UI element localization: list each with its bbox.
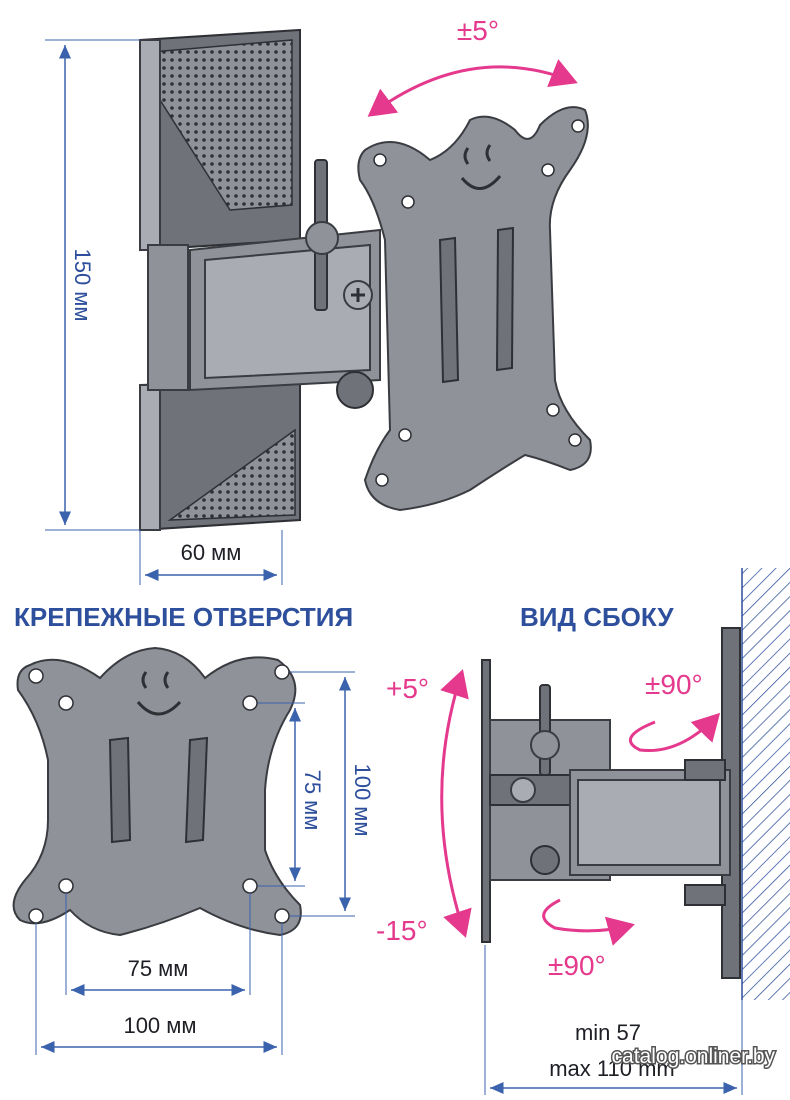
watermark-text: catalog.onliner.by [612,1045,776,1068]
side-tilt-up-label: +5° [386,673,429,704]
vesa-plate-perspective [357,106,592,512]
depth-max-label: max 110 mm [549,1056,675,1081]
top-tilt-indicator: ±5° [367,15,578,117]
depth-min-label: min 57 [575,1020,641,1045]
height-dimension: 150 мм [45,39,140,531]
swivel-arm [189,159,381,409]
width-dimension: 60 мм [139,530,283,585]
smiley-icon [136,671,182,716]
side-tv-plate [481,659,491,943]
side-arm [489,684,731,906]
rotate-arrow-icon [440,669,472,938]
wall-plate-upper [139,28,301,252]
watermark: catalog.onliner.by [610,1044,777,1070]
top-tilt-label: ±5° [457,15,499,46]
side-view-diagram: +5° -15° ±90° ±90° min 57 max 110 mm [376,568,790,1095]
holes-v75-label: 75 мм [300,770,325,831]
rotate-arrow-icon [628,712,721,753]
bracket-illustration [139,28,592,532]
side-swivel-bottom-label: ±90° [548,950,606,981]
mounting-holes-diagram: 75 мм 100 мм 75 мм 100 мм [12,646,375,1055]
holes-v100-label: 100 мм [350,763,375,836]
smiley-icon [460,144,502,190]
side-swivel-top-label: ±90° [645,669,703,700]
rotate-arrow-icon [367,59,578,117]
holes-h100-label: 100 мм [123,1013,196,1038]
side-tilt-down-label: -15° [376,915,428,946]
wall-hatch [742,568,790,1000]
vesa-plate-front [12,646,302,937]
section-title-side: ВИД СБОКУ [520,602,674,632]
rotate-arrow-icon [542,898,635,946]
wall-plate-spine [147,244,189,391]
width-label: 60 мм [181,540,242,565]
wall-plate-lower [139,378,301,532]
holes-h75-label: 75 мм [128,956,189,981]
section-title-holes: КРЕПЕЖНЫЕ ОТВЕРСТИЯ [14,602,353,632]
height-label: 150 мм [70,248,95,321]
